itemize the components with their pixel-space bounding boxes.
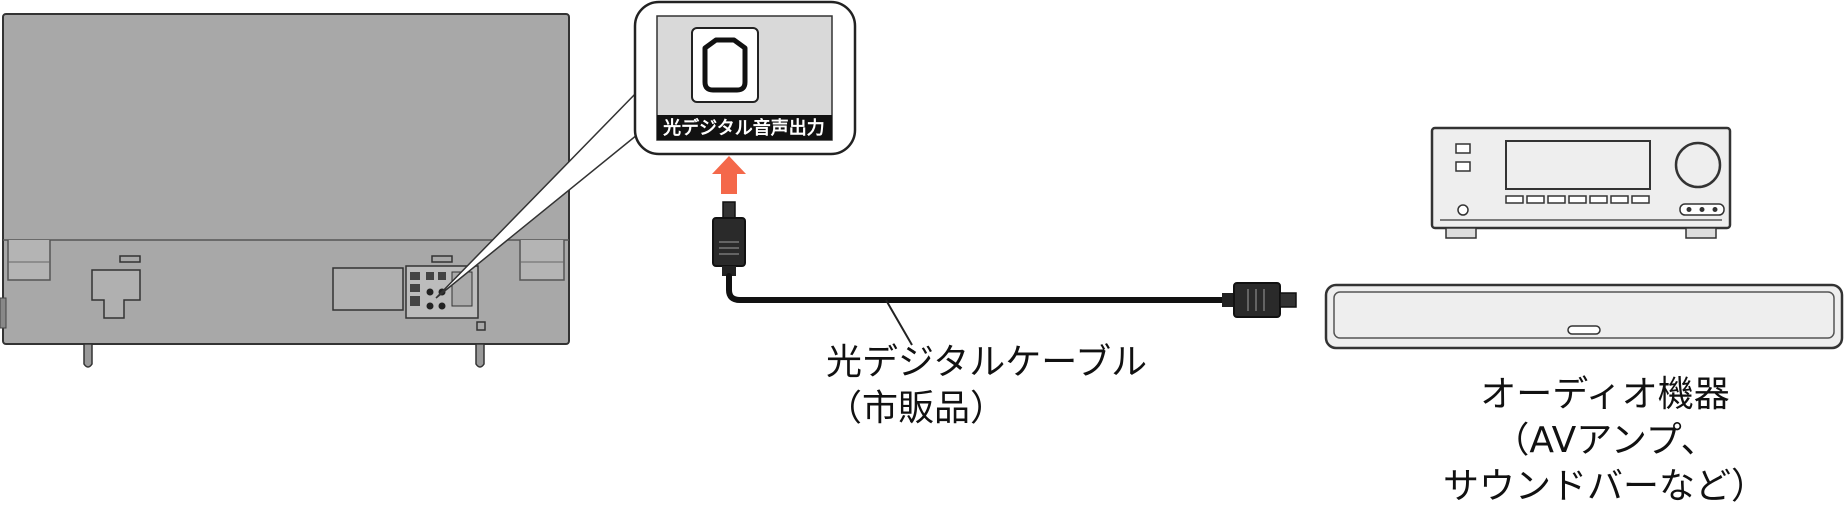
amp-foot-right <box>1685 227 1717 239</box>
cable-label: 光デジタルケーブル （市販品） <box>826 340 1147 432</box>
tv-mark-right <box>431 255 453 263</box>
amp-power-button <box>1457 204 1469 216</box>
tv-side-terminal <box>0 297 7 329</box>
port-label-bar <box>657 115 832 140</box>
amp-volume-knob <box>1674 141 1722 189</box>
port-label: 光デジタル音声出力 <box>662 117 825 139</box>
cable-plug-tip-right <box>1279 292 1297 308</box>
sound-bar <box>1324 283 1844 350</box>
tv-right-bracket <box>519 240 565 281</box>
insert-arrow-icon <box>712 156 746 194</box>
audio-device-label: オーディオ機器 （AVアンプ、 サウンドバーなど） <box>1410 372 1800 510</box>
tv-left-cover <box>91 269 141 319</box>
optical-socket-icon <box>702 37 748 93</box>
callout-optical-port: 光デジタル音声出力 <box>633 0 857 156</box>
soundbar-front <box>1333 291 1835 339</box>
soundbar-indicator <box>1567 325 1601 335</box>
callout-pointer <box>435 89 649 299</box>
amp-selector-buttons <box>1505 195 1650 204</box>
audio-device-name: オーディオ機器 <box>1480 374 1730 415</box>
audio-device-note-2: サウンドバーなど） <box>1442 466 1767 507</box>
cable-cord <box>726 273 1236 303</box>
tv-rear <box>0 13 570 368</box>
tv-foot-right <box>475 343 485 368</box>
tv-foot-left <box>83 343 93 368</box>
cable-plug-right <box>1233 282 1281 318</box>
amp-button-b <box>1455 161 1471 172</box>
audio-device-note-1: （AVアンプ、 <box>1493 420 1717 461</box>
amp-display <box>1505 140 1651 190</box>
tv-left-bracket <box>7 240 51 281</box>
optical-cable <box>712 201 1297 346</box>
cable-name: 光デジタルケーブル <box>826 342 1148 383</box>
cable-note: （市販品） <box>826 388 1007 429</box>
tv-center-cover <box>332 267 404 311</box>
amp-foot-left <box>1445 227 1477 239</box>
tv-mark-left <box>119 255 141 263</box>
amp-button-a <box>1455 143 1471 154</box>
cable-label-leader <box>885 299 913 346</box>
av-amplifier <box>1430 126 1732 239</box>
tv-body <box>2 13 570 345</box>
tv-mark-power <box>476 321 486 331</box>
